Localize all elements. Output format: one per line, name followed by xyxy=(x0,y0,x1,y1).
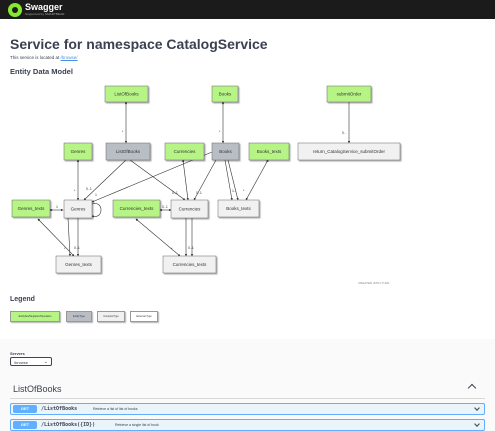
swagger-logo-icon[interactable] xyxy=(8,3,22,17)
node-label: Books xyxy=(219,149,232,154)
node-label: ListOfBooks xyxy=(116,149,141,154)
node-label: Genres xyxy=(71,149,87,154)
node-label: submitOrder xyxy=(337,92,362,97)
multiplicity-label: * xyxy=(64,247,66,251)
node-label: ListOfBooks xyxy=(114,92,139,97)
node-label: Currencies_texts xyxy=(173,262,208,267)
service-location-link[interactable]: /browse/ xyxy=(60,55,78,60)
brand-name[interactable]: Swagger xyxy=(25,2,63,12)
multiplicity-label: 0..1 xyxy=(74,246,80,250)
operation-get-listofbooks[interactable]: GET /ListOfBooks Retrieve a list of list… xyxy=(10,403,485,415)
multiplicity-label: 0.. xyxy=(342,131,346,135)
edge xyxy=(37,218,75,257)
legend-title: Legend xyxy=(10,296,35,303)
multiplicity-label: 0..1 xyxy=(162,205,168,209)
tag-title: ListOfBooks xyxy=(13,384,62,394)
method-badge: GET xyxy=(13,421,37,429)
multiplicity-label: 1 xyxy=(56,205,58,209)
node-books-type: Books xyxy=(211,142,240,161)
edge xyxy=(182,159,189,201)
operation-path: /ListOfBooks({ID}) xyxy=(41,422,96,428)
multiplicity-label: * xyxy=(122,130,124,134)
node-currencies-type: Currencies xyxy=(170,199,209,219)
node-listofbooks-top: ListOfBooks xyxy=(104,85,149,103)
multiplicity-label: 1 xyxy=(95,193,97,197)
edge xyxy=(83,159,127,201)
node-label: Currencies_texts xyxy=(120,206,155,211)
node-label: Books_texts xyxy=(226,206,251,211)
node-currencies-set: Currencies xyxy=(164,142,205,161)
node-books-texts-type: Books_texts xyxy=(217,199,260,218)
chevron-up-icon[interactable] xyxy=(467,383,477,393)
diagram-labels: * * 0.. * 0..1 1 0..1 0..1 1.. * 1 0..1 … xyxy=(56,130,346,251)
node-genres-texts-type: Genres_texts xyxy=(55,255,102,274)
node-label: Books xyxy=(219,92,232,97)
legend-complex-type: ComplexType xyxy=(97,311,125,322)
diagram-edges xyxy=(37,101,351,257)
multiplicity-label: 1.. xyxy=(232,189,236,193)
node-books-top: Books xyxy=(211,85,239,103)
multiplicity-label: 0..1 xyxy=(196,191,202,195)
servers-selected-value: /browse xyxy=(14,360,29,365)
topbar: Swagger Supported by SMARTBEAR xyxy=(0,0,495,19)
edge xyxy=(91,151,213,203)
multiplicity-label: 0..1 xyxy=(172,191,178,195)
node-label: Genres_texts xyxy=(18,206,46,211)
operation-get-listofbooks-by-id[interactable]: GET /ListOfBooks({ID}) Retrieve a single… xyxy=(10,419,485,431)
method-badge: GET xyxy=(13,405,37,413)
node-return-submitorder: return_CatalogService_submitOrder xyxy=(297,142,401,161)
multiplicity-label: * xyxy=(171,247,173,251)
node-label: Genres xyxy=(71,207,87,212)
edge xyxy=(245,159,269,201)
node-genres-set: Genres xyxy=(63,142,93,161)
multiplicity-label: * xyxy=(74,189,76,193)
edge xyxy=(193,159,217,201)
node-label: Genres_texts xyxy=(65,262,93,267)
edge xyxy=(224,159,233,201)
legend-entity-set: EntitySet/Singleton/Operation xyxy=(10,311,60,322)
operation-summary: Retrieve a list of list of books xyxy=(93,407,138,411)
multiplicity-label: 0..1 xyxy=(86,187,92,191)
edge xyxy=(129,159,186,201)
node-label: Currencies xyxy=(174,149,197,154)
node-books-texts-set: Books_texts xyxy=(248,142,290,161)
servers-label: Servers xyxy=(10,351,25,356)
legend-entity-type: EntityType xyxy=(66,311,92,322)
service-location: This service is located at /browse/ xyxy=(10,55,78,60)
legend-external-type: External Type xyxy=(130,311,158,322)
edm-title: Entity Data Model xyxy=(10,67,73,76)
multiplicity-label: 0..1 xyxy=(188,246,194,250)
chevron-down-icon: ⌄ xyxy=(43,359,48,365)
brand-sub: Supported by SMARTBEAR xyxy=(25,12,65,16)
diagram-nodes: ListOfBooks Books submitOrder Genres Lis… xyxy=(11,85,401,274)
node-genres-texts-set: Genres_texts xyxy=(11,199,51,218)
service-location-text: This service is located at xyxy=(10,55,60,60)
edge xyxy=(227,159,239,201)
chevron-down-icon[interactable] xyxy=(474,421,480,427)
node-label: Currencies xyxy=(179,207,202,212)
servers-select[interactable]: /browse ⌄ xyxy=(10,357,52,366)
operation-path: /ListOfBooks xyxy=(41,406,78,412)
node-currencies-texts-type: Currencies_texts xyxy=(162,255,217,274)
node-currencies-texts-set: Currencies_texts xyxy=(112,199,161,218)
node-label: return_CatalogService_submitOrder xyxy=(313,149,386,154)
operation-summary: Retrieve a single list of book xyxy=(115,423,159,427)
page-title: Service for namespace CatalogService xyxy=(10,36,268,52)
multiplicity-label: * xyxy=(243,189,245,193)
node-listofbooks-type: ListOfBooks xyxy=(105,142,151,161)
edge xyxy=(91,203,102,218)
node-label: Books_texts xyxy=(257,149,282,154)
multiplicity-label: * xyxy=(219,130,221,134)
node-submitorder: submitOrder xyxy=(326,85,372,103)
chevron-down-icon[interactable] xyxy=(474,405,480,411)
yuml-credit: CREATED WITH YUML xyxy=(358,281,390,285)
tag-section-listofbooks[interactable]: ListOfBooks xyxy=(10,380,485,399)
node-genres-type: Genres xyxy=(63,199,93,219)
edge xyxy=(135,218,181,257)
